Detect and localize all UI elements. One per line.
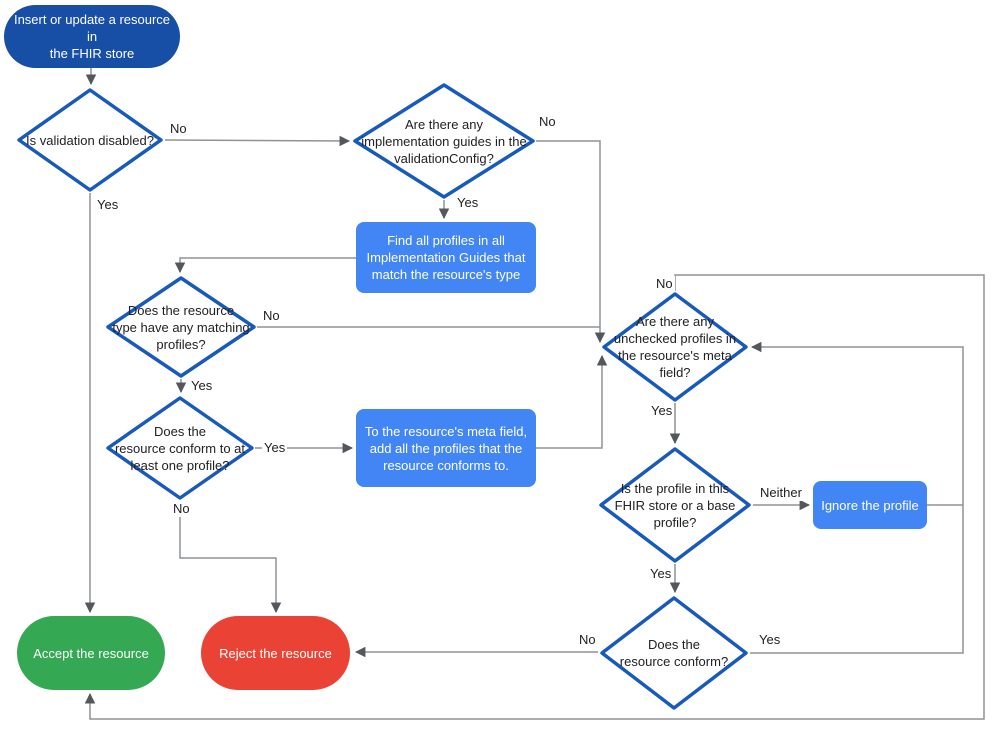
node-resource-conform: Does the resource conform? [600,596,748,710]
node-profile-in-store: Is the profile in this FHIR store or a b… [599,447,751,563]
diamond-shape [106,276,256,378]
edge-validation-no [164,135,351,147]
node-matching-profiles: Does the resource type have any matching… [106,276,256,378]
diamond-shape [599,447,751,563]
diamond-shape [17,88,163,192]
edge-conform-yes-loop [750,341,964,654]
node-matching-profiles-label: Does the resource type have any matching… [112,302,250,352]
edge-label-unchecked-yes: Yes [649,403,675,419]
node-start-label: Insert or update a resource in the FHIR … [13,12,171,61]
node-find-profiles: Find all profiles in all Implementation … [356,222,536,293]
edge-label-profile-neither: Neither [758,485,804,501]
diamond-outline [106,396,254,500]
edge-guides-no [536,140,606,344]
edge-unchecked-no-loop [84,274,985,720]
edge-label-conform-one-yes: Yes [262,440,288,456]
edge-label-conform-yes-loop: Yes [757,632,783,648]
edge-label-guides-no: No [537,114,558,130]
node-reject: Reject the resource [201,616,350,690]
edge-label-guides-yes: Yes [455,195,481,211]
diamond-outline [602,292,748,402]
edge-label-matching-yes: Yes [189,378,215,394]
edge-label-validation-no: No [168,121,189,137]
node-accept-label: Accept the resource [33,645,149,661]
node-unchecked-profiles-label: Are there any unchecked profiles in the … [613,314,737,380]
diamond-outline [599,447,751,563]
edge-find-to-matching [174,257,356,274]
edge-label-conform-one-no: No [171,501,192,517]
diamond-shape [602,292,748,402]
edge-label-unchecked-no-loop: No [654,276,675,292]
node-validation-disabled: Is validation disabled? [17,88,163,192]
diamond-outline [106,276,256,378]
node-conform-one: Does the resource conform to at least on… [106,396,254,500]
edge-label-validation-yes: Yes [95,197,121,213]
edge-label-profile-yes: Yes [648,566,674,582]
edge-label-matching-no: No [261,308,282,324]
node-resource-conform-label: Does the resource conform? [619,637,729,669]
node-validation-disabled-label: Is validation disabled? [26,132,154,148]
node-implementation-guides-label: Are there any implementation guides in t… [361,116,527,166]
diamond-outline [600,596,748,710]
node-conform-one-label: Does the resource conform to at least on… [114,423,246,473]
diamond-shape [353,83,535,199]
node-implementation-guides: Are there any implementation guides in t… [353,83,535,199]
edge-add-to-unchecked [536,354,608,449]
edge-label-conform-no: No [577,632,598,648]
node-ignore-profile: Ignore the profile [813,481,927,529]
node-reject-label: Reject the resource [219,645,332,661]
node-start: Insert or update a resource in the FHIR … [4,5,180,68]
node-profile-in-store-label: Is the profile in this FHIR store or a b… [614,480,736,530]
node-add-profiles-label: To the resource's meta field, add all th… [364,423,528,473]
node-ignore-profile-label: Ignore the profile [821,497,919,513]
diamond-outline [17,88,163,192]
node-accept: Accept the resource [17,616,165,690]
node-unchecked-profiles: Are there any unchecked profiles in the … [602,292,748,402]
node-find-profiles-label: Find all profiles in all Implementation … [366,233,526,282]
diamond-shape [600,596,748,710]
diamond-shape [106,396,254,500]
edge-conform-one-no [179,501,282,614]
diamond-outline [353,83,535,199]
node-add-profiles: To the resource's meta field, add all th… [356,409,536,487]
